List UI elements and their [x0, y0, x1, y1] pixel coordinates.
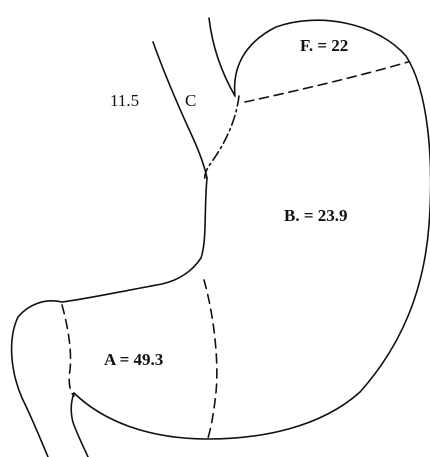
cardia-value-label: 11.5 [110, 91, 139, 110]
antrum-label: A = 49.3 [104, 350, 163, 369]
lesser-curvature [62, 178, 207, 302]
antrum-body-boundary [204, 280, 217, 438]
greater-curvature [74, 20, 430, 439]
esophagus-right-wall [209, 18, 235, 96]
body-label: B. = 23.9 [284, 206, 348, 225]
fundus-boundary [245, 62, 408, 102]
cardia-boundary [205, 96, 239, 180]
esophagus-left-wall [153, 42, 207, 178]
fundus-label: F. = 22 [300, 36, 348, 55]
duodenum-upper-wall [12, 301, 62, 457]
cardia-letter-label: C [185, 91, 196, 110]
pylorus-boundary [62, 305, 74, 396]
